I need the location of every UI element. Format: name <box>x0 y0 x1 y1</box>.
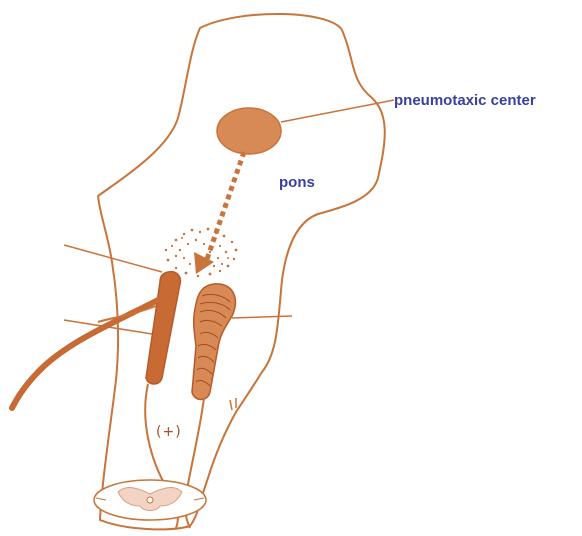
pneumotaxic-center-nucleus <box>217 108 281 154</box>
pneumotaxic-center-label: pneumotaxic center <box>394 92 536 109</box>
central-canal <box>147 497 153 503</box>
brainstem-outline <box>98 14 385 529</box>
excitatory-sign-label: (+) <box>156 424 182 440</box>
pons-label: pons <box>279 174 315 191</box>
